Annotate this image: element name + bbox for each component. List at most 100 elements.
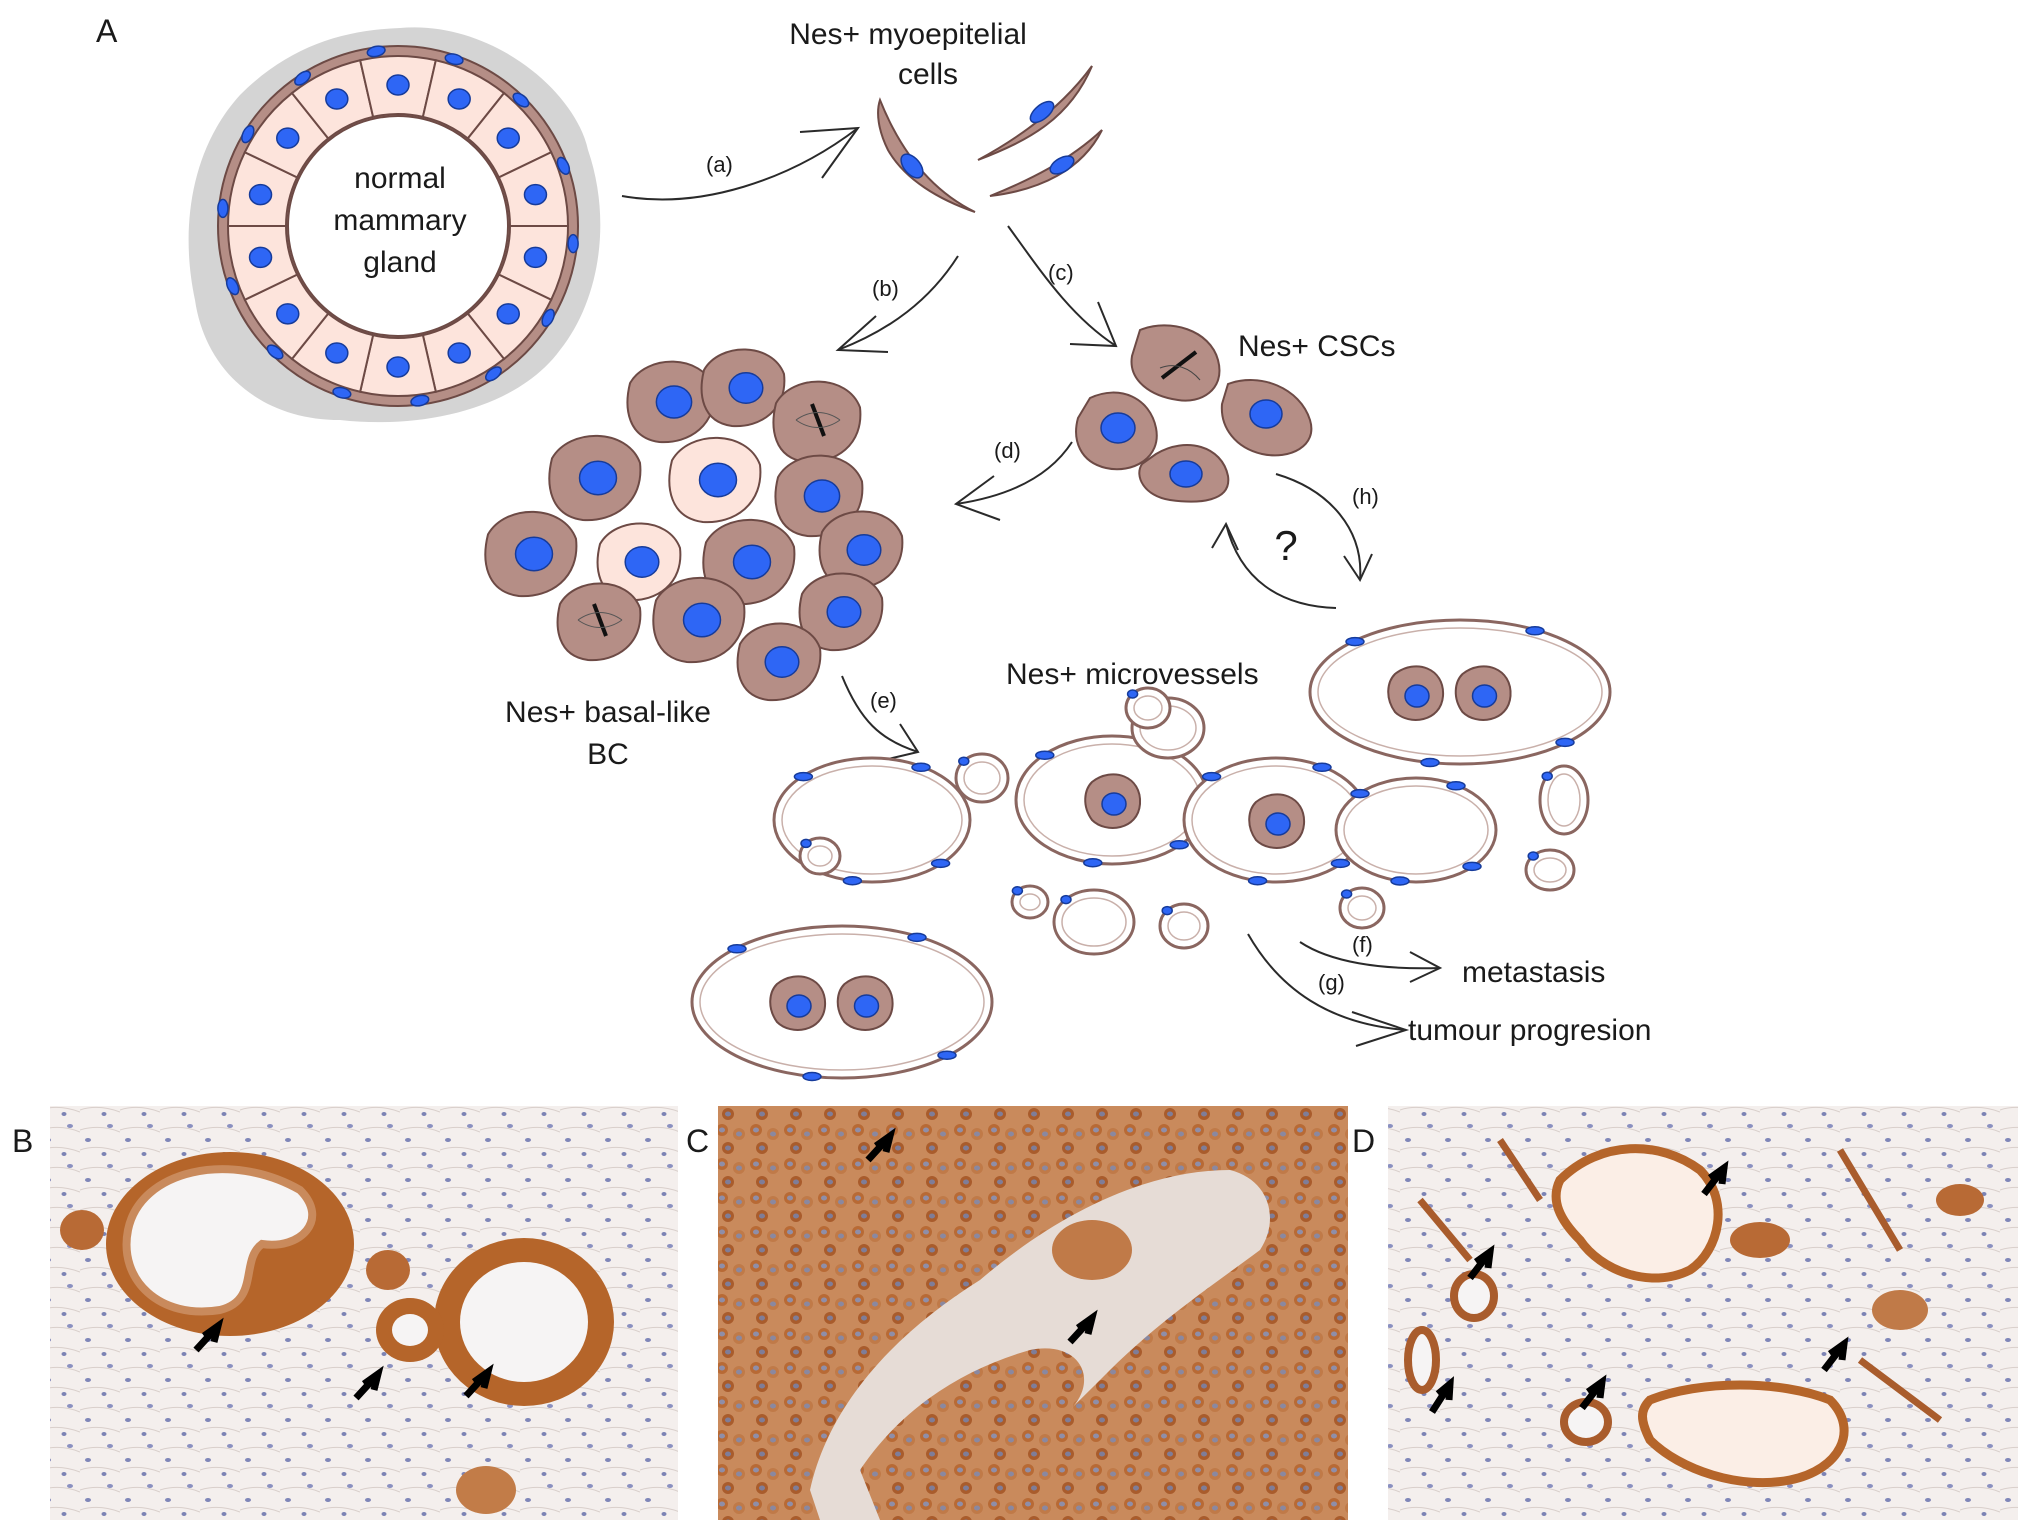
panel-label-d: D (1352, 1123, 1375, 1159)
endothelial-nucleus (1446, 781, 1466, 791)
endothelial-nucleus (1312, 762, 1332, 773)
basal-label-line2: BC (587, 738, 629, 771)
intravascular-nucleus (786, 994, 812, 1018)
myoepithelial-nucleus (444, 53, 464, 66)
myoepithelial-nucleus (366, 45, 386, 58)
csc-cluster: Nes+ CSCs (1075, 324, 1396, 503)
spindle-fibres (577, 612, 623, 628)
arrow-f: (f) (1299, 932, 1443, 983)
question-mark: ? (1274, 522, 1297, 569)
luminal-nucleus (496, 303, 520, 325)
myoepithelial-nucleus (512, 92, 530, 108)
endothelial-nucleus (930, 858, 951, 869)
endothelial-nucleus (1330, 858, 1351, 869)
luminal-nucleus (248, 246, 273, 269)
vessel-lumen (1019, 893, 1041, 911)
endothelial-nucleus (1126, 689, 1139, 699)
vessel-lumen (1133, 695, 1163, 721)
arrow-g: (g) (1247, 933, 1410, 1047)
basal-label-line1: Nes+ basal-like (505, 696, 711, 729)
myoepithelial-nucleus (225, 277, 240, 296)
endothelial-nucleus (1169, 840, 1189, 850)
endothelial-nucleus (802, 1071, 822, 1082)
panel-label-a: A (96, 13, 118, 49)
endothelial-nucleus (1201, 771, 1222, 782)
myoepithelial-nucleus (332, 386, 352, 399)
luminal-nucleus (248, 183, 273, 206)
endothelial-nucleus (727, 944, 747, 954)
arrow-b: (b) (835, 255, 959, 353)
endothelial-nucleus (793, 771, 814, 782)
spindle-fibres (795, 412, 841, 428)
tumour-nucleus (846, 534, 882, 566)
myoepithelial-nucleus (294, 70, 311, 86)
tumour-nucleus (655, 385, 693, 419)
vessel-lumen (1347, 895, 1377, 921)
luminal-nucleus (447, 88, 471, 110)
step-b-label: (b) (872, 276, 899, 301)
luminal-nucleus (523, 246, 548, 269)
step-a-label: (a) (706, 152, 733, 177)
micrograph-d (1388, 1106, 2018, 1520)
myoepithelial-nucleus (567, 233, 579, 254)
vessel-lumen (1167, 911, 1201, 941)
panel-label-c: C (686, 1123, 709, 1159)
step-c-label: (c) (1048, 260, 1074, 285)
vessel-lumen (1343, 785, 1489, 875)
endothelial-nucleus (911, 762, 931, 773)
endothelial-nucleus (1247, 876, 1268, 886)
endothelial-nucleus (1525, 626, 1545, 636)
microvessels (690, 618, 1612, 1082)
step-d-label: (d) (994, 438, 1021, 463)
endothelial-nucleus (1161, 905, 1173, 916)
intravascular-nucleus (1404, 684, 1430, 708)
panel-label-b: B (12, 1123, 33, 1159)
intravascular-nucleus (1101, 792, 1127, 816)
endothelial-nucleus (800, 838, 812, 849)
vessel-lumen (1533, 857, 1567, 883)
vessel-lumen (807, 845, 833, 867)
arrow-d: (d) (953, 438, 1073, 521)
tumour-nucleus (624, 546, 660, 578)
endothelial-nucleus (842, 876, 863, 886)
vessel-lumen (1547, 773, 1581, 827)
tumour-nucleus (728, 372, 764, 404)
micrograph-c (718, 1106, 1348, 1520)
intravascular-nucleus (853, 994, 880, 1018)
normal-mammary-gland: normal mammary gland (188, 27, 601, 423)
step-f-label: (f) (1352, 932, 1373, 957)
luminal-nucleus (447, 342, 471, 364)
tumour-nucleus (826, 596, 862, 628)
mitotic-spindle (592, 603, 608, 637)
step-g-label: (g) (1318, 970, 1345, 995)
metastasis-label: metastasis (1462, 956, 1605, 989)
tumour-nucleus (698, 462, 738, 498)
endothelial-nucleus (1060, 894, 1072, 905)
arrow-a: (a) (621, 126, 861, 201)
tumour-nucleus (578, 460, 618, 496)
tumour-nucleus (732, 544, 772, 580)
myoepithelial-nucleus (556, 156, 571, 175)
endothelial-nucleus (1345, 636, 1365, 647)
gland-label-line2: mammary (333, 204, 466, 237)
endothelial-nucleus (1350, 788, 1370, 799)
myo-label-line1: Nes+ myoepitelial (789, 18, 1027, 51)
tumour-nucleus (764, 646, 800, 678)
vessel-lumen (963, 761, 1001, 795)
vessel-lumen (1061, 897, 1127, 947)
basal-like-cluster (484, 348, 904, 702)
luminal-nucleus (386, 356, 410, 378)
myoepithelial-nucleus (241, 125, 255, 144)
cycle-h: (h) ? (1211, 473, 1379, 609)
endothelial-nucleus (1083, 857, 1103, 868)
step-h-label: (h) (1352, 484, 1379, 509)
intravascular-nucleus (1471, 684, 1498, 708)
myoepithelial-nucleus (410, 394, 430, 407)
tumour-nucleus (514, 536, 554, 572)
gland-label-line1: normal (354, 162, 446, 195)
myoepithelial-nucleus (485, 366, 502, 382)
tumour-nucleus (682, 602, 722, 638)
tumour-nucleus (803, 479, 841, 513)
endothelial-nucleus (1035, 750, 1055, 760)
